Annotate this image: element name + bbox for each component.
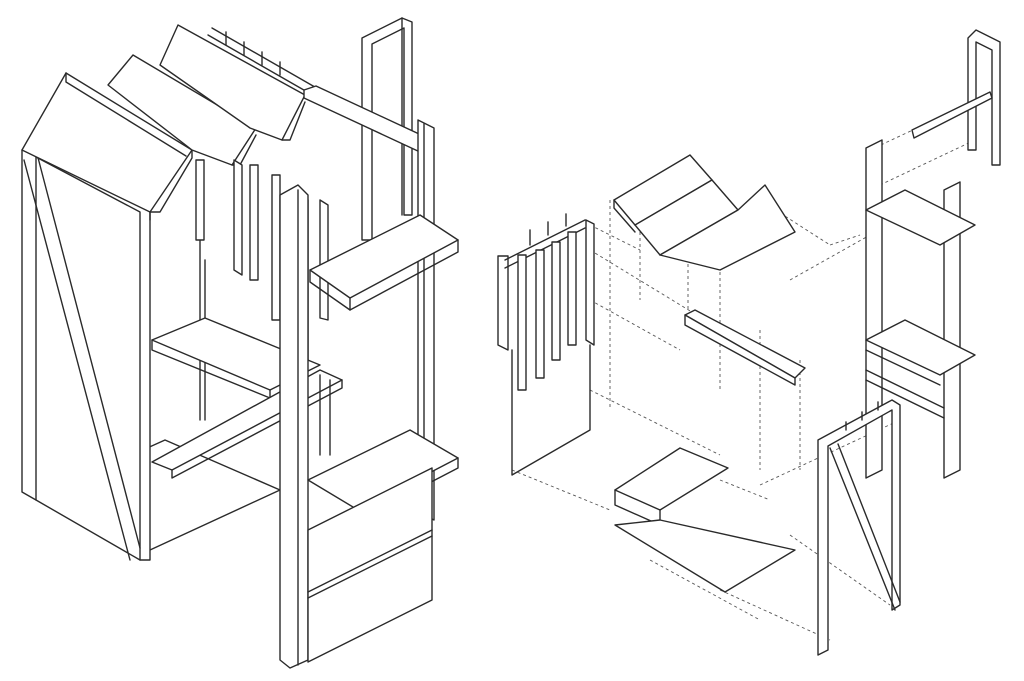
- upper-shelf: [309, 214, 459, 311]
- roof-gable-back: [159, 24, 306, 141]
- assembled-structure: [21, 17, 459, 669]
- exploded-beam: [684, 309, 806, 386]
- exploded-structure: [497, 29, 1001, 656]
- interior-shelf-upper: [151, 317, 321, 399]
- exploded-back-wall: [511, 344, 591, 476]
- exploded-shelf-unit: [865, 139, 976, 479]
- cabinet-base: [307, 467, 433, 663]
- interior-shelf-lower: [151, 369, 343, 479]
- exploded-roof: [613, 154, 796, 271]
- exploded-step: [614, 447, 796, 593]
- exploded-top-frame: [911, 29, 1001, 166]
- left-wall-frame: [21, 149, 151, 561]
- exploded-slat-panel: [497, 213, 595, 391]
- front-post: [279, 184, 309, 669]
- exploded-brace-frame: [817, 399, 901, 656]
